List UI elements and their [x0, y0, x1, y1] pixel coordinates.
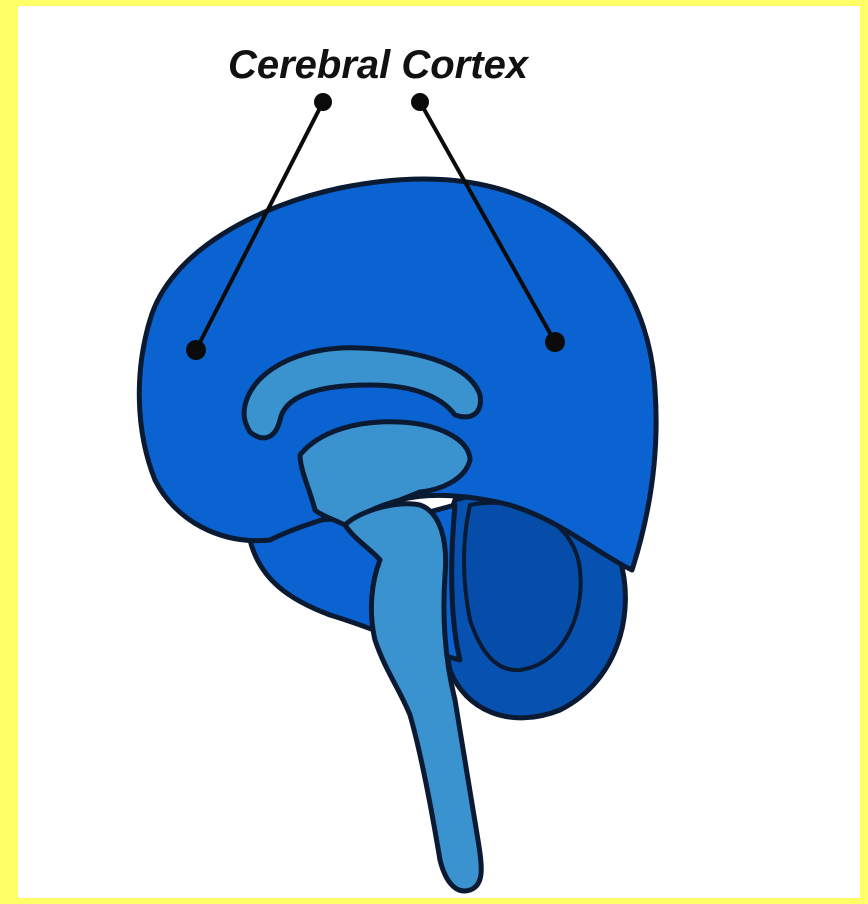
cerebral-cortex-label: Cerebral Cortex [228, 43, 530, 87]
pointer-dot-cortex-left [186, 340, 206, 360]
pointer-dot-cortex-right [545, 332, 565, 352]
pointer-dot-top-right [411, 93, 429, 111]
pointer-dot-top-left [314, 93, 332, 111]
